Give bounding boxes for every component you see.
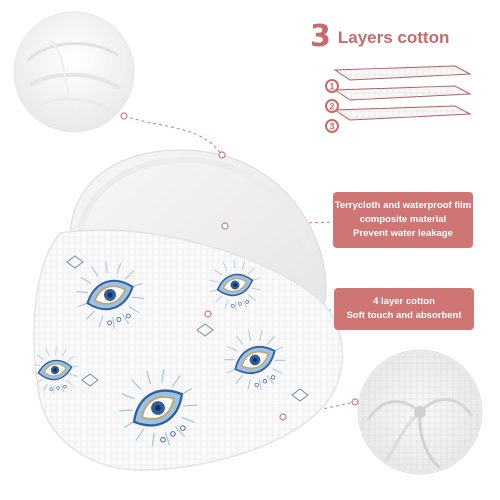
layer-marker-3-text: 3 bbox=[329, 122, 334, 132]
page-title: 3 Layers cotton bbox=[310, 18, 449, 54]
callout-line: Terrycloth and waterproof film bbox=[334, 200, 472, 211]
layer-marker-1-text: 1 bbox=[329, 82, 334, 92]
layer-marker-2-text: 2 bbox=[329, 102, 334, 112]
diamond-motif bbox=[196, 323, 214, 337]
diamond-motif bbox=[291, 388, 309, 402]
evil-eye-motif bbox=[76, 261, 144, 329]
muslin-texture-icon bbox=[351, 349, 483, 475]
terry-texture-icon bbox=[13, 11, 135, 133]
title-text: Layers cotton bbox=[337, 27, 450, 47]
diamond-motif bbox=[66, 255, 84, 269]
callout-line: 4 layer cotton bbox=[373, 296, 435, 307]
connector-dots bbox=[204, 151, 287, 421]
callout-waterproof-layer: Terrycloth and waterproof film composite… bbox=[333, 192, 473, 248]
layer-marker-2: 2 bbox=[325, 99, 339, 113]
diamond-motif bbox=[81, 373, 99, 387]
bib-front-layer bbox=[33, 229, 344, 471]
evil-eye-motif bbox=[224, 329, 286, 391]
evil-eye-motif bbox=[118, 369, 198, 447]
evil-eye-pattern bbox=[34, 255, 309, 447]
evil-eye-motif bbox=[209, 259, 261, 311]
layer-marker-3: 3 bbox=[325, 119, 339, 133]
layers-diagram-icon bbox=[333, 65, 472, 121]
callout-line: Soft touch and absorbent bbox=[346, 310, 462, 321]
evil-eye-motif bbox=[34, 346, 79, 394]
callout-line: Prevent water leakage bbox=[353, 228, 453, 239]
layer-marker-1: 1 bbox=[325, 79, 339, 93]
title-number: 3 bbox=[310, 18, 331, 54]
callout-cotton-layer: 4 layer cotton Soft touch and absorbent bbox=[334, 288, 474, 330]
callout-line: composite material bbox=[359, 214, 447, 225]
